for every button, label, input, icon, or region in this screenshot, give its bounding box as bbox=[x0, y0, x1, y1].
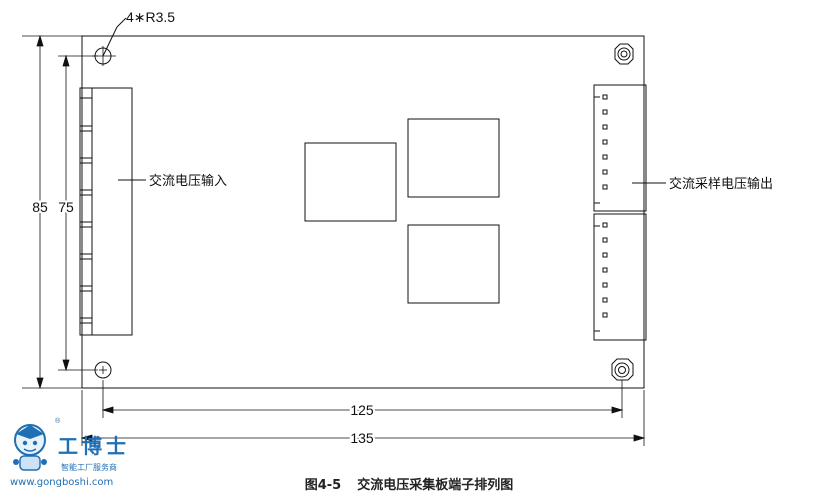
registered-mark: ® bbox=[55, 418, 61, 425]
watermark-url: www.gongboshi.com bbox=[10, 477, 114, 488]
chip-top-right bbox=[407, 118, 500, 198]
input-label: 交流电压输入 bbox=[149, 173, 227, 189]
chip-bottom-right bbox=[407, 224, 500, 304]
dimension-135 bbox=[80, 390, 646, 446]
terminal-layout-drawing: 4∗R3.5 85 75 125 135 交流电压输入 交流采样电压输出 bbox=[22, 9, 773, 448]
dimension-75-label: 75 bbox=[58, 199, 74, 215]
dimension-125-label: 125 bbox=[350, 402, 374, 418]
watermark-subtitle: 智能工厂服务商 bbox=[61, 463, 117, 472]
chip-left bbox=[304, 142, 397, 222]
dimension-85 bbox=[22, 34, 82, 390]
figure-caption: 图4-5 交流电压采集板端子排列图 bbox=[0, 474, 818, 493]
watermark-name: 工博士 bbox=[58, 434, 130, 458]
radius-leader bbox=[102, 17, 127, 57]
output-label: 交流采样电压输出 bbox=[669, 176, 773, 192]
output-connector-lower bbox=[593, 213, 647, 341]
figure-number: 图4-5 bbox=[304, 478, 342, 493]
dimension-125 bbox=[101, 380, 624, 418]
mounting-stud-top-right bbox=[614, 43, 634, 65]
board-outline bbox=[81, 35, 645, 389]
output-connector-upper bbox=[593, 84, 647, 212]
input-terminal-block bbox=[79, 87, 133, 336]
mascot-icon bbox=[13, 424, 47, 471]
watermark-logo: ® 工博士 智能工厂服务商 www.gongboshi.com bbox=[8, 418, 138, 492]
dimension-75 bbox=[58, 54, 98, 372]
mounting-stud-bottom-right bbox=[611, 358, 634, 381]
dimension-85-label: 85 bbox=[32, 199, 48, 215]
radius-label: 4∗R3.5 bbox=[126, 9, 175, 25]
dimension-135-label: 135 bbox=[350, 430, 374, 446]
figure-title: 交流电压采集板端子排列图 bbox=[357, 478, 514, 493]
